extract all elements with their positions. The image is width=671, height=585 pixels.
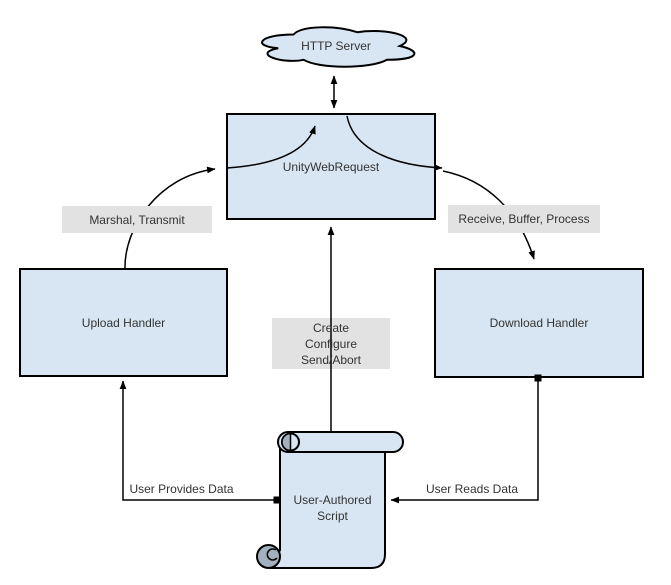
user-script-label-line1: User-Authored: [293, 493, 372, 507]
configure-line: Configure: [304, 336, 358, 351]
scroll-top-curl-shade: [281, 432, 292, 452]
scroll-bottom-curl-detail: [266, 548, 278, 561]
user-script-scroll: [256, 431, 404, 569]
http-server-cloud: [261, 26, 416, 68]
send-abort-line: Send/Abort: [300, 352, 362, 367]
download-handler-label: Download Handler: [489, 316, 589, 330]
edge-script-to-upload: [119, 380, 280, 501]
unitywebrequest-label: UnityWebRequest: [282, 159, 380, 174]
http-server-label: HTTP Server: [301, 39, 371, 53]
scroll-bottom-curl: [256, 544, 281, 569]
user-script-label: User-Authored Script: [280, 452, 385, 564]
edge-uwr-to-download: [442, 170, 535, 260]
scroll-body: [269, 441, 386, 569]
user-script-label-line2: Script: [317, 509, 348, 523]
terminal-square-download-bottom: [534, 374, 542, 382]
user-reads-data-label: User Reads Data: [425, 481, 519, 496]
edge-uwr-internal-up: [226, 125, 316, 169]
scroll-top-roll: [277, 431, 404, 453]
terminal-square-script-left: [273, 496, 281, 504]
upload-handler-box: [19, 268, 228, 377]
user-provides-data-label: User Provides Data: [129, 481, 234, 496]
receive-buffer-process-label: Receive, Buffer, Process: [458, 212, 590, 226]
upload-handler-label: Upload Handler: [81, 315, 166, 330]
unitywebrequest-box: [226, 113, 436, 220]
download-handler-box: [434, 268, 644, 378]
marshal-transmit-label: Marshal, Transmit: [89, 212, 185, 227]
create-configure-send-label: Create Configure Send/Abort: [272, 318, 390, 369]
edge-uwr-internal-right: [346, 115, 443, 171]
receive-label-plate: [448, 205, 600, 233]
create-line: Create: [312, 320, 350, 335]
edge-download-to-script: [390, 378, 539, 504]
marshal-label-plate: [62, 206, 212, 233]
